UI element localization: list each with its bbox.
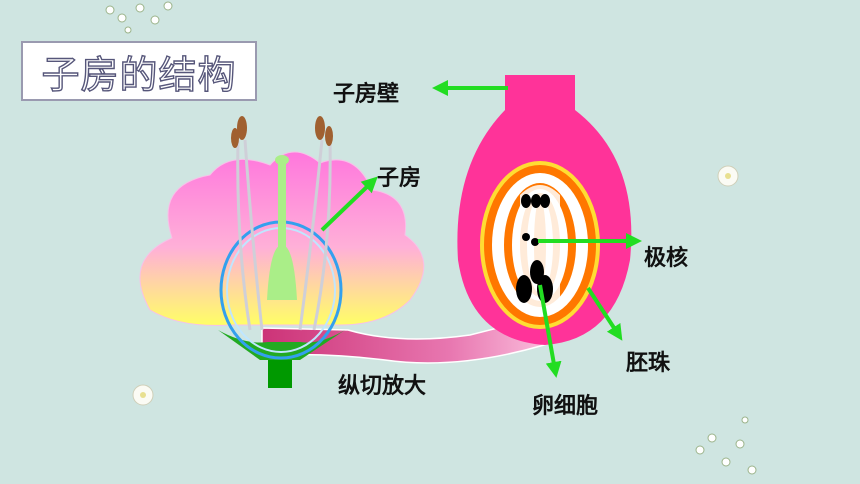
decor-top-flowers bbox=[105, 1, 173, 34]
arrow-egg-cell bbox=[538, 284, 562, 378]
slide-title: 子房的结构 bbox=[41, 52, 237, 97]
label-egg-cell: 卵细胞 bbox=[532, 394, 599, 419]
flower bbox=[139, 116, 425, 388]
label-ovary-wall: 子房壁 bbox=[333, 82, 400, 107]
decor-bottom-flowers bbox=[695, 416, 757, 475]
decor-blossom-right bbox=[717, 165, 739, 187]
anther bbox=[237, 116, 247, 140]
arrow-ovary bbox=[320, 176, 378, 232]
label-enlarged-section: 纵切放大 bbox=[338, 374, 427, 399]
style bbox=[278, 160, 286, 260]
arrow-ovule bbox=[586, 286, 623, 341]
label-ovary: 子房 bbox=[377, 166, 422, 191]
title-box: 子房的结构 bbox=[21, 41, 257, 101]
polar-nucleus bbox=[522, 233, 530, 241]
ovary-section bbox=[457, 75, 632, 345]
decor-blossom-left bbox=[132, 384, 154, 406]
enlarge-band bbox=[261, 315, 577, 364]
label-ovule: 胚珠 bbox=[626, 351, 671, 376]
pointer-arrows bbox=[320, 80, 642, 378]
ovary-body bbox=[267, 245, 297, 300]
label-polar-nuclei: 极核 bbox=[644, 246, 689, 271]
stigma bbox=[275, 155, 289, 165]
